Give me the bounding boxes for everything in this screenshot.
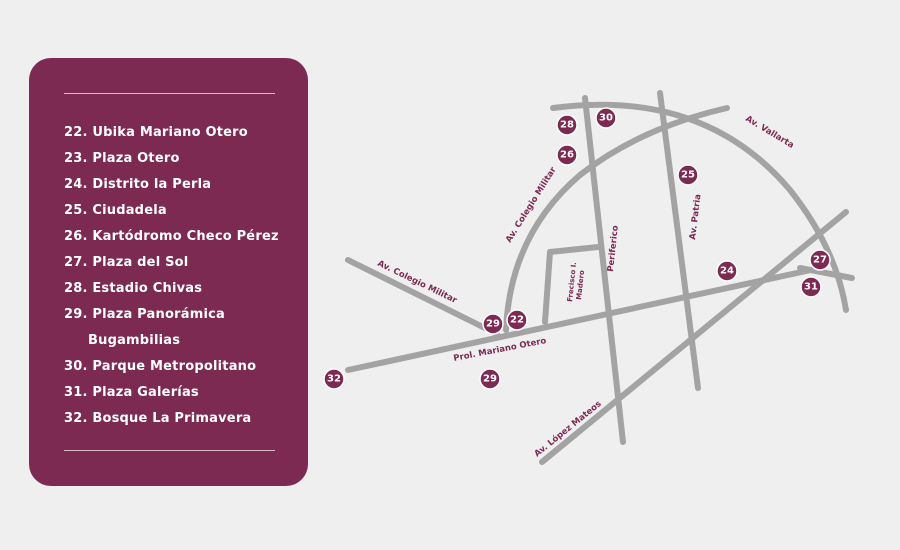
label-av-patria: Av. Patria — [688, 193, 704, 240]
legend-item: 23. Plaza Otero — [64, 151, 180, 166]
label-av-lopez-mateos: Av. López Mateos — [532, 398, 604, 459]
road-periferico — [582, 95, 626, 445]
svg-text:25: 25 — [681, 170, 695, 181]
svg-text:24: 24 — [720, 266, 734, 277]
marker-28[interactable]: 28 — [556, 114, 578, 136]
svg-text:27: 27 — [813, 255, 827, 266]
road-av-colegio-militar-arc — [503, 105, 730, 333]
road-francisco-madero — [542, 244, 601, 325]
legend-panel: 22. Ubika Mariano Otero 23. Plaza Otero … — [29, 58, 308, 486]
svg-text:30: 30 — [599, 113, 613, 124]
road-plaza-del-sol-stub — [797, 265, 855, 281]
legend-item: 30. Parque Metropolitano — [64, 359, 257, 374]
svg-text:28: 28 — [560, 120, 574, 131]
legend-item: 32. Bosque La Primavera — [64, 411, 252, 426]
legend-item: 25. Ciudadela — [64, 203, 167, 218]
marker-27[interactable]: 27 — [809, 249, 831, 271]
svg-text:31: 31 — [804, 282, 818, 293]
marker-30[interactable]: 30 — [595, 107, 617, 129]
legend-bottom-divider — [64, 450, 275, 451]
marker-31[interactable]: 31 — [800, 276, 822, 298]
road-prol-mariano-otero — [345, 265, 823, 373]
road-av-colegio-militar-west — [345, 257, 500, 337]
road-network — [345, 90, 855, 465]
legend-list: 22. Ubika Mariano Otero 23. Plaza Otero … — [64, 120, 279, 432]
svg-text:32: 32 — [327, 374, 341, 385]
label-francisco-madero-line2: Madero — [575, 270, 586, 301]
svg-text:26: 26 — [560, 150, 574, 161]
marker-29-lower[interactable]: 29 — [479, 368, 501, 390]
label-periferico: Periferico — [606, 225, 621, 272]
legend-top-divider — [64, 93, 275, 94]
svg-text:29: 29 — [483, 374, 497, 385]
legend-item-continuation: Bugambilias — [88, 333, 181, 348]
marker-24[interactable]: 24 — [716, 260, 738, 282]
marker-26[interactable]: 26 — [556, 144, 578, 166]
location-markers: 22 24 25 26 27 28 29 29 30 31 32 — [323, 107, 831, 390]
road-av-lopez-mateos — [539, 209, 849, 465]
legend-item: 29. Plaza Panorámica — [64, 307, 225, 322]
legend-item: 26. Kartódromo Checo Pérez — [64, 229, 279, 244]
road-av-vallarta-arc — [550, 101, 849, 313]
label-prol-mariano-otero: Prol. Mariano Otero — [453, 336, 548, 364]
marker-25[interactable]: 25 — [677, 164, 699, 186]
marker-32[interactable]: 32 — [323, 368, 345, 390]
legend-item: 31. Plaza Galerías — [64, 385, 199, 400]
svg-text:22: 22 — [510, 315, 524, 326]
legend-item: 27. Plaza del Sol — [64, 255, 189, 270]
legend-item: 22. Ubika Mariano Otero — [64, 125, 248, 140]
legend-item: 24. Distrito la Perla — [64, 177, 212, 192]
marker-29-upper[interactable]: 29 — [482, 313, 504, 335]
marker-22[interactable]: 22 — [506, 309, 528, 331]
legend-item: 28. Estadio Chivas — [64, 281, 203, 296]
label-av-vallarta: Av. Vallarta — [743, 114, 795, 151]
svg-text:29: 29 — [486, 319, 500, 330]
